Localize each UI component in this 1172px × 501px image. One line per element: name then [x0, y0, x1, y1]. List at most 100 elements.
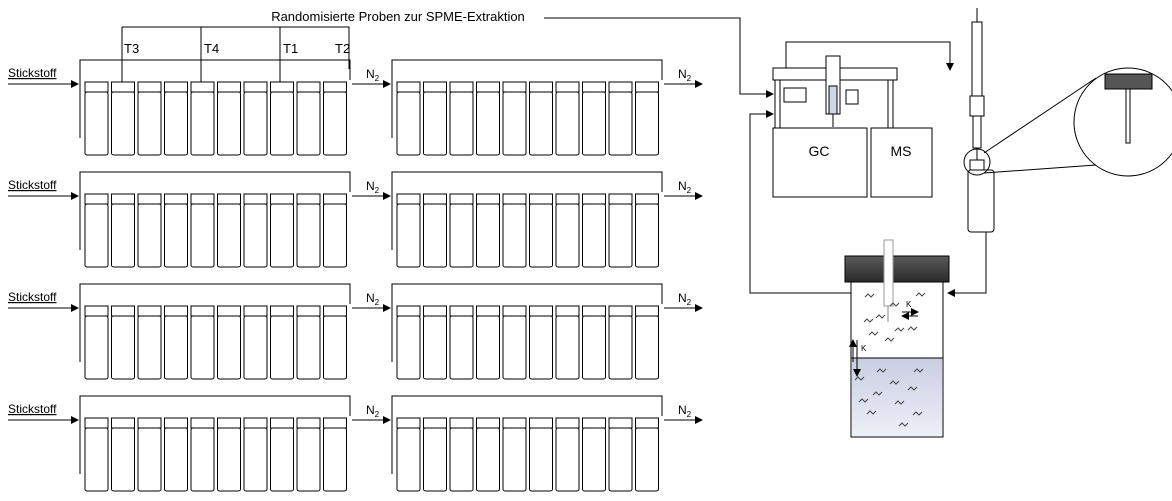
time-labels: T3 T4 T1 T2 — [124, 41, 350, 56]
vial-cap — [84, 193, 109, 205]
spme-fiber-device — [947, 8, 1172, 297]
vial-body — [635, 203, 659, 268]
analyte-molecule — [907, 386, 918, 391]
vial-body — [502, 203, 527, 268]
sample-vial — [84, 417, 109, 492]
analyte-molecule — [898, 422, 909, 427]
vial-cap — [190, 417, 215, 429]
analyte-molecules — [854, 292, 926, 427]
sample-vial — [396, 81, 421, 156]
sample-vial — [449, 193, 474, 268]
vial-cap — [502, 193, 527, 205]
vial-cap — [608, 417, 633, 429]
sample-vial — [529, 193, 553, 268]
vial-body — [396, 91, 421, 156]
vial-cap — [243, 81, 268, 93]
sample-vial — [423, 417, 447, 492]
sample-vial — [582, 193, 606, 268]
vial-body — [582, 91, 606, 156]
vial-body — [190, 315, 215, 380]
sample-vial — [164, 305, 188, 380]
sample-vial — [296, 193, 321, 268]
zoom-line — [983, 77, 1097, 174]
vial-body — [190, 203, 215, 268]
sample-vial — [476, 305, 500, 380]
vial-cap — [296, 193, 321, 205]
vial-cap — [635, 417, 659, 429]
vial-cap — [502, 417, 527, 429]
vial-body — [84, 203, 109, 268]
sample-vial — [423, 305, 447, 380]
vial-body — [502, 427, 527, 492]
vial-cap — [529, 417, 553, 429]
vial-body — [243, 91, 268, 156]
sample-vial — [84, 81, 109, 156]
vial-body — [84, 315, 109, 380]
vial-body — [608, 427, 633, 492]
spme-needle-in-vial — [883, 239, 894, 307]
sample-vial — [84, 193, 109, 268]
vial-body — [164, 203, 188, 268]
sample-vial — [270, 417, 294, 492]
vial-cap — [270, 81, 294, 93]
vial-body — [217, 427, 241, 492]
vial-cap — [476, 193, 500, 205]
vial-cap — [296, 417, 321, 429]
sample-vial — [243, 81, 268, 156]
analyte-molecule — [889, 302, 900, 307]
vial-body — [296, 91, 321, 156]
vial-cap — [396, 305, 421, 317]
analyte-molecule — [884, 337, 895, 342]
vial-cap — [635, 193, 659, 205]
ms-box — [870, 127, 933, 198]
analyte-molecule — [889, 380, 900, 385]
sample-vial — [608, 417, 633, 492]
sample-vial — [582, 81, 606, 156]
vial-cap — [529, 81, 553, 93]
vial-to-headspace — [947, 232, 987, 297]
vial-cap — [555, 305, 580, 317]
nitrogen-outlet-label: N2 — [678, 403, 692, 419]
sample-vial — [217, 305, 241, 380]
sample-vial — [555, 417, 580, 492]
vial-body — [111, 315, 135, 380]
vial-body — [635, 91, 659, 156]
sample-vial — [296, 305, 321, 380]
sample-vial — [164, 193, 188, 268]
vial-cap — [217, 81, 241, 93]
sample-vial — [190, 81, 215, 156]
vial-cap — [137, 305, 162, 317]
sample-vial — [217, 193, 241, 268]
autosampler-leg — [774, 79, 781, 129]
vial-body — [296, 315, 321, 380]
sample-vial — [476, 417, 500, 492]
vial-body — [84, 427, 109, 492]
vial-body — [449, 91, 474, 156]
fiber-holder-barrel — [971, 21, 983, 97]
vial-cap — [396, 193, 421, 205]
vial-body — [323, 427, 347, 492]
sample-vial — [502, 81, 527, 156]
analyte-molecule — [894, 400, 905, 405]
tray-bracket-2 — [391, 59, 663, 138]
analyte-molecule — [863, 318, 874, 323]
spme-vial-cap — [969, 159, 985, 171]
nitrogen-inlet-label: Stickstoff — [8, 66, 57, 80]
vial-cap — [476, 81, 500, 93]
sample-vial — [137, 305, 162, 380]
vial-cap — [449, 81, 474, 93]
tray-bracket-1 — [79, 283, 351, 362]
vial-cap — [137, 193, 162, 205]
vial-cap — [323, 305, 347, 317]
vial-cap — [243, 193, 268, 205]
vial-cap — [555, 193, 580, 205]
vial-body — [423, 427, 447, 492]
vial-cap — [270, 305, 294, 317]
vial-cap — [635, 81, 659, 93]
headspace-vial: K K — [749, 110, 950, 438]
vial-body — [555, 203, 580, 268]
vial-body — [423, 203, 447, 268]
headspace-vial-cap — [844, 255, 950, 283]
